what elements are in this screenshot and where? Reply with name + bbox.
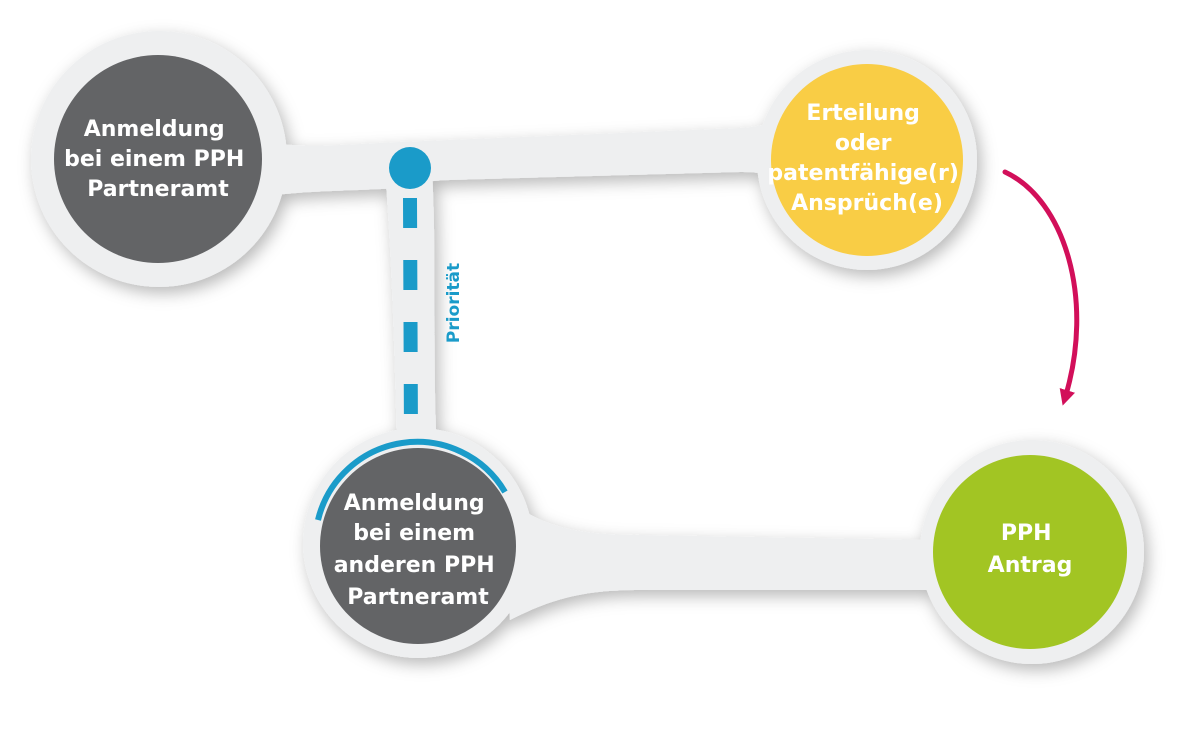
- label-other-office-line-2: bei einem: [353, 521, 475, 546]
- label-pph-request-line-1: PPH: [1001, 521, 1052, 546]
- label-first-office-line-1: Anmeldung: [84, 117, 225, 142]
- label-grant-line-4: Ansprüch(e): [791, 191, 943, 216]
- priority-dot: [389, 147, 431, 189]
- priority-label: Priorität: [444, 263, 464, 343]
- circle-pph-request: [933, 455, 1127, 649]
- label-first-office-line-3: Partneramt: [87, 177, 229, 202]
- label-grant-line-2: oder: [835, 131, 892, 156]
- track-bottom-connector: [500, 495, 975, 620]
- circle-grant: [771, 64, 963, 256]
- label-first-office-line-2: bei einem PPH: [64, 147, 244, 172]
- node-other-office: Anmeldung bei einem anderen PPH Partnera…: [318, 442, 516, 644]
- track-top-connector: [240, 118, 810, 200]
- node-first-office: Anmeldung bei einem PPH Partneramt: [54, 55, 262, 263]
- flow-arrow-grant-to-pph: [1005, 172, 1077, 398]
- node-pph-request: PPH Antrag: [933, 455, 1127, 649]
- label-first-office: Anmeldung bei einem PPH Partneramt: [64, 117, 252, 202]
- label-grant-line-3: patentfähige(r): [767, 161, 958, 186]
- circle-other-office: [320, 448, 516, 644]
- label-other-office-line-4: Partneramt: [347, 585, 489, 610]
- label-pph-request-line-2: Antrag: [988, 553, 1073, 578]
- label-grant-line-1: Erteilung: [806, 101, 919, 126]
- label-other-office-line-3: anderen PPH: [334, 553, 495, 578]
- label-other-office-line-1: Anmeldung: [344, 491, 485, 516]
